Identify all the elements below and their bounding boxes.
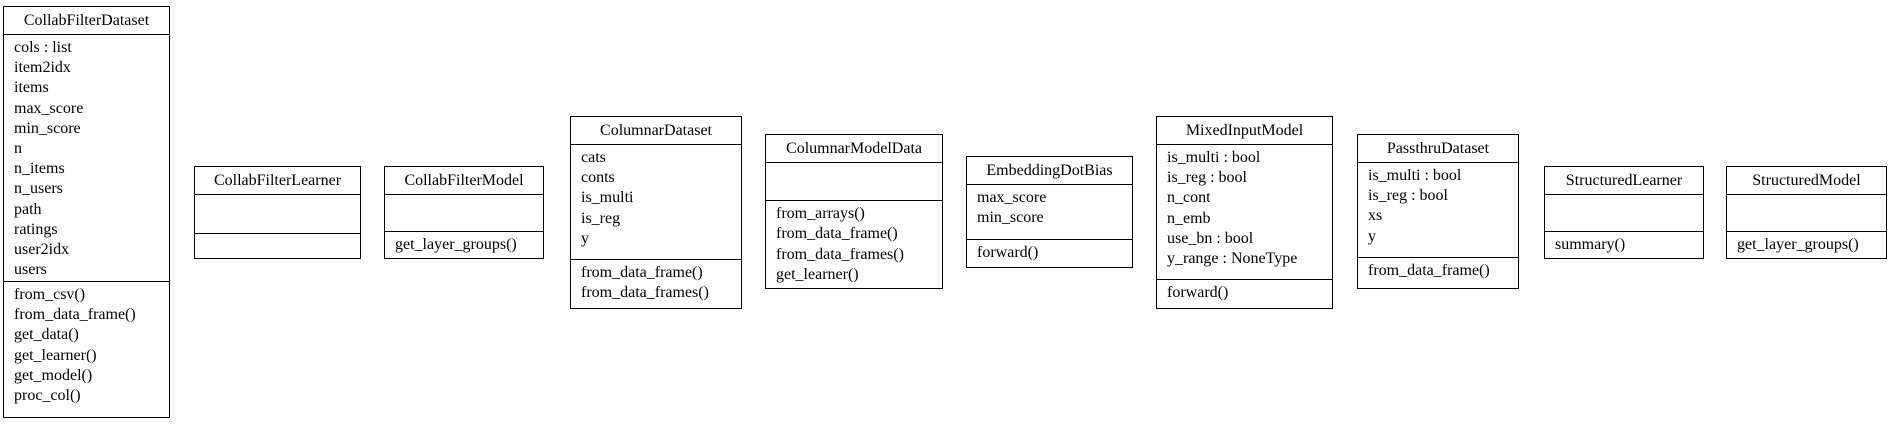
method: from_arrays() (776, 205, 865, 223)
methods-section: get_layer_groups() (385, 230, 543, 258)
attribute: n (14, 139, 22, 157)
class-box-passthrudataset: PassthruDataset is_multi : bool is_reg :… (1357, 134, 1519, 289)
attribute: n_cont (1167, 189, 1211, 207)
class-name: MixedInputModel (1185, 122, 1304, 139)
attribute: y (1368, 227, 1376, 245)
class-name: CollabFilterModel (404, 172, 524, 189)
method: from_data_frame() (776, 225, 898, 243)
attribute: cols : list (14, 39, 72, 56)
class-box-mixedinputmodel: MixedInputModel is_multi : bool is_reg :… (1156, 116, 1333, 309)
class-box-collabfilterlearner: CollabFilterLearner (194, 166, 361, 259)
class-name: EmbeddingDotBias (986, 162, 1113, 179)
attribute: y (581, 229, 589, 247)
attributes-section: cats conts is_multi is_reg y (571, 144, 741, 259)
method: from_data_frames() (581, 284, 709, 302)
attribute: is_multi (581, 189, 634, 207)
attribute: is_reg : bool (1368, 187, 1448, 205)
method: get_layer_groups() (395, 235, 517, 253)
attributes-section (766, 162, 942, 200)
method: get_learner() (776, 265, 859, 283)
method: get_learner() (14, 346, 97, 364)
attribute: cats (581, 149, 606, 166)
attributes-section (385, 194, 543, 231)
attributes-section (1545, 194, 1703, 231)
attribute: xs (1368, 207, 1383, 225)
class-box-structuredmodel: StructuredModel get_layer_groups() (1726, 166, 1887, 259)
class-box-embeddingdotbias: EmbeddingDotBias max_score min_score for… (966, 156, 1133, 268)
attribute: use_bn : bool (1167, 229, 1254, 247)
attributes-section: is_multi : bool is_reg : bool n_cont n_e… (1157, 144, 1332, 279)
methods-section: forward() (1157, 279, 1332, 308)
methods-section: forward() (967, 239, 1132, 267)
methods-section: summary() (1545, 230, 1703, 258)
methods-section: from_data_frame() (1358, 257, 1518, 288)
attributes-section: is_multi : bool is_reg : bool xs y (1358, 162, 1518, 257)
method: proc_col() (14, 386, 81, 404)
attribute: min_score (14, 119, 81, 137)
class-name: CollabFilterDataset (23, 12, 150, 29)
method: forward() (1167, 284, 1229, 301)
attribute: is_multi : bool (1167, 149, 1261, 166)
attribute: y_range : NoneType (1167, 249, 1298, 267)
method: from_data_frame() (14, 306, 136, 324)
methods-section: from_data_frame() from_data_frames() (571, 259, 741, 308)
methods-section: from_arrays() from_data_frame() from_dat… (766, 200, 942, 288)
method: get_data() (14, 326, 79, 344)
class-box-columnarmodeldata: ColumnarModelData from_arrays() from_dat… (765, 134, 943, 289)
attributes-section (195, 194, 360, 233)
class-name: StructuredLearner (1565, 172, 1683, 189)
attributes-section: cols : list item2idx items max_score min… (4, 34, 169, 281)
method: from_data_frames() (776, 245, 904, 263)
class-name: ColumnarDataset (600, 122, 712, 139)
attribute: conts (581, 169, 615, 187)
method: from_data_frame() (581, 264, 703, 281)
class-name: CollabFilterLearner (213, 172, 342, 189)
method: from_data_frame() (1368, 262, 1490, 279)
methods-section (195, 233, 360, 258)
method: get_model() (14, 366, 93, 384)
attributes-section: max_score min_score (967, 184, 1132, 239)
class-name: ColumnarModelData (786, 140, 922, 157)
methods-section: get_layer_groups() (1727, 230, 1886, 258)
attribute: max_score (14, 99, 84, 117)
attribute: is_multi : bool (1368, 167, 1462, 184)
attributes-section (1727, 194, 1886, 231)
method: get_layer_groups() (1737, 235, 1859, 253)
class-box-collabfiltermodel: CollabFilterModel get_layer_groups() (384, 166, 544, 259)
attribute: items (14, 79, 49, 97)
attribute: is_reg : bool (1167, 169, 1247, 187)
attribute: n_users (14, 180, 63, 198)
attribute: n_emb (1167, 209, 1211, 227)
attribute: path (14, 200, 42, 218)
attribute: min_score (977, 209, 1044, 227)
attribute: ratings (14, 220, 58, 238)
class-box-structuredlearner: StructuredLearner summary() (1544, 166, 1704, 259)
methods-section: from_csv() from_data_frame() get_data() … (4, 281, 169, 417)
attribute: n_items (14, 160, 65, 178)
attribute: item2idx (14, 59, 71, 77)
method: forward() (977, 244, 1039, 261)
method: summary() (1555, 235, 1626, 253)
class-name: PassthruDataset (1386, 140, 1490, 157)
attribute: user2idx (14, 240, 70, 258)
attribute: is_reg (581, 209, 621, 227)
attribute: max_score (977, 189, 1047, 206)
class-box-columnardataset: ColumnarDataset cats conts is_multi is_r… (570, 116, 742, 309)
method: from_csv() (14, 286, 86, 303)
attribute: users (14, 261, 47, 279)
class-name: StructuredModel (1752, 172, 1861, 189)
class-box-collabfilterdataset: CollabFilterDataset cols : list item2idx… (3, 6, 170, 418)
